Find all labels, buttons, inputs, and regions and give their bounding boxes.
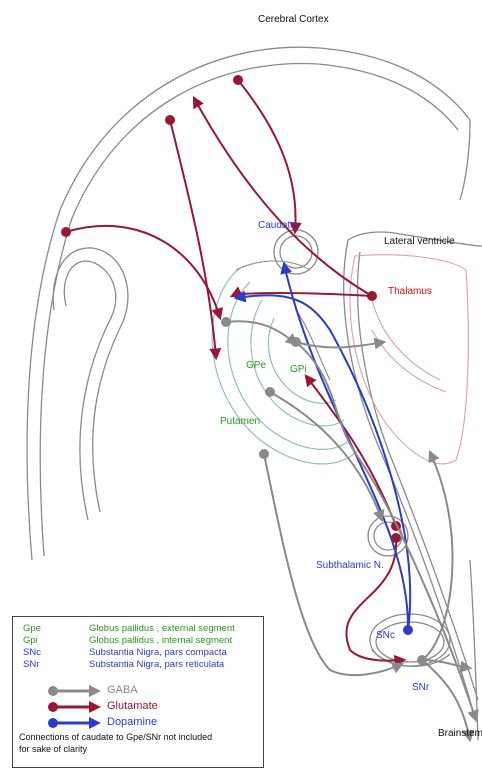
label-gpi: GPi	[290, 364, 307, 375]
legend-desc: Globus pallidus , internal segment	[89, 635, 232, 646]
gaba-arrow-icon	[47, 683, 103, 699]
legend-desc: Substantia Nigra, pars reticulata	[89, 659, 224, 670]
legend-key-label: Dopamine	[107, 716, 157, 728]
dopamine-dots	[403, 625, 413, 635]
label-lateral-ventricle: Lateral ventricle	[384, 236, 455, 247]
legend-desc: Globus pallidus , external segment	[89, 623, 235, 634]
label-brainstem: Brainstem	[438, 728, 482, 739]
legend-note: Connections of caudate to Gpe/SNr not in…	[19, 731, 259, 755]
cortex-outline	[27, 47, 470, 560]
label-thalamus: Thalamus	[388, 286, 432, 297]
legend-key-label: GABA	[107, 684, 138, 696]
legend-key-gaba: GABA	[47, 683, 247, 699]
label-gpe: GPe	[246, 360, 266, 371]
legend-note-line: Connections of caudate to Gpe/SNr not in…	[19, 731, 259, 743]
legend-key-dopamine: Dopamine	[47, 715, 247, 731]
dopamine-arrow-icon	[47, 715, 103, 731]
legend-abbr: Gpi	[23, 635, 38, 646]
legend-note-line: for sake of clarity	[19, 743, 259, 755]
label-snr: SNr	[412, 682, 430, 693]
glutamate-arrow-icon	[47, 699, 103, 715]
legend-desc: Substantia Nigra, pars compacta	[89, 647, 227, 658]
label-subthalamic: Subthalamic N.	[316, 560, 384, 571]
legend-abbr: SNr	[23, 659, 39, 670]
legend-key-glutamate: Glutamate	[47, 699, 247, 715]
label-snc: SNc	[376, 630, 395, 641]
label-putamen: Putamen	[220, 416, 260, 427]
legend-abbr: Gpe	[23, 623, 41, 634]
label-cortex: Cerebral Cortex	[258, 14, 329, 25]
dopamine-pathways	[236, 264, 410, 630]
label-caudate: Caudate	[258, 220, 296, 231]
legend: Gpe Globus pallidus , external segment G…	[12, 616, 264, 768]
legend-abbr: SNc	[23, 647, 41, 658]
legend-key-label: Glutamate	[107, 700, 158, 712]
